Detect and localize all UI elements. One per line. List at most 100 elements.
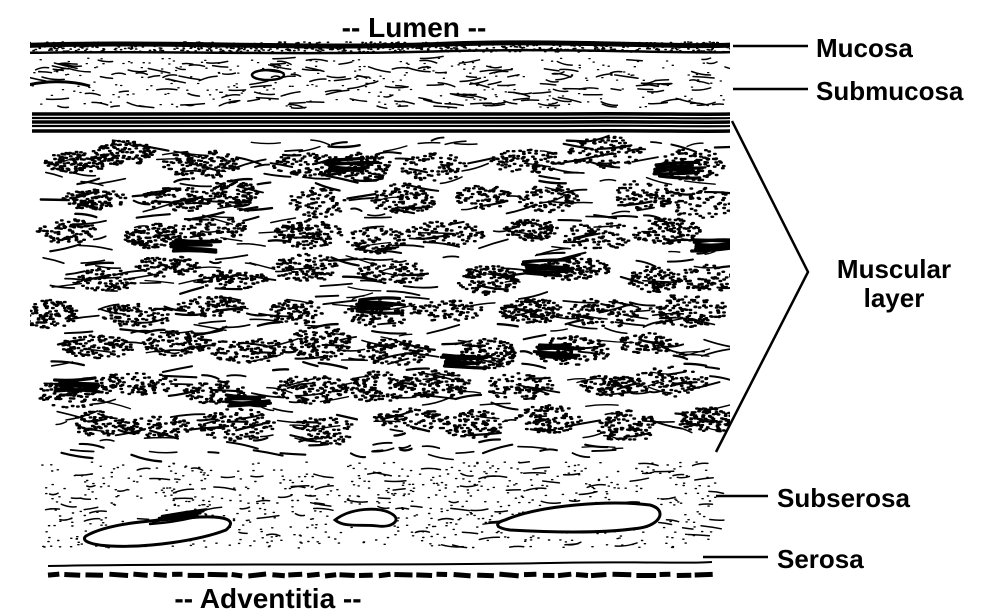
fiber-stroke bbox=[427, 85, 443, 86]
fiber-stroke bbox=[43, 258, 64, 263]
fiber-stroke bbox=[392, 68, 407, 69]
fiber-stroke bbox=[128, 70, 146, 72]
fiber-stroke bbox=[255, 92, 275, 94]
serosa-dash bbox=[591, 574, 606, 575]
serosa-dash bbox=[232, 574, 243, 575]
fiber-stroke bbox=[66, 271, 84, 274]
fiber-stroke bbox=[80, 444, 104, 448]
fiber-stroke bbox=[359, 250, 376, 252]
fiber-stroke bbox=[145, 438, 176, 439]
fiber-stroke bbox=[707, 427, 717, 429]
fiber-stroke bbox=[467, 76, 477, 77]
fiber-stroke bbox=[508, 307, 519, 309]
fiber-stroke bbox=[519, 462, 529, 463]
fiber-stroke bbox=[171, 384, 192, 385]
fiber-stroke bbox=[455, 144, 477, 145]
fiber-stroke bbox=[393, 489, 405, 490]
muscle-fiber-bundle bbox=[290, 188, 346, 217]
fiber-stroke bbox=[380, 268, 393, 272]
fiber-stroke bbox=[644, 215, 660, 218]
fiber-stroke bbox=[399, 446, 410, 448]
fiber-stroke bbox=[289, 103, 305, 104]
fiber-stroke bbox=[378, 323, 396, 324]
muscular-layer bbox=[20, 136, 742, 462]
fiber-stroke bbox=[488, 82, 501, 85]
fiber-stroke bbox=[261, 435, 273, 437]
fiber-stroke bbox=[540, 344, 571, 345]
fiber-stroke bbox=[327, 170, 360, 171]
fiber-stroke bbox=[434, 106, 457, 108]
muscle-fiber-bundle bbox=[500, 299, 562, 323]
fiber-stroke bbox=[211, 390, 242, 391]
serosa-dash bbox=[133, 574, 147, 575]
serosa-dash bbox=[695, 574, 713, 575]
fiber-stroke bbox=[214, 487, 236, 490]
fiber-stroke bbox=[138, 320, 160, 323]
muscular-layer-bracket bbox=[716, 121, 808, 452]
fiber-stroke bbox=[563, 301, 594, 303]
serosa-dash bbox=[109, 574, 128, 575]
fiber-stroke bbox=[636, 261, 655, 267]
fiber-stroke bbox=[283, 351, 295, 352]
fiber-stroke bbox=[423, 398, 449, 405]
serosa-dash bbox=[325, 575, 336, 576]
fiber-stroke bbox=[518, 447, 546, 449]
fiber-stroke bbox=[377, 106, 387, 108]
fiber-stroke bbox=[462, 206, 478, 209]
fiber-stroke bbox=[281, 453, 306, 455]
fiber-stroke bbox=[210, 216, 233, 218]
fiber-stroke bbox=[271, 63, 286, 64]
fiber-stroke bbox=[539, 176, 559, 179]
serosa-upper-line bbox=[48, 562, 712, 566]
fiber-stroke bbox=[195, 267, 220, 268]
serosa-dash bbox=[340, 575, 355, 576]
fiber-stroke bbox=[407, 369, 429, 370]
fiber-stroke bbox=[323, 300, 356, 304]
fiber-stroke bbox=[174, 179, 189, 182]
fiber-stroke bbox=[699, 504, 712, 505]
fiber-stroke bbox=[314, 474, 333, 478]
fiber-stroke bbox=[507, 205, 536, 214]
fiber-stroke bbox=[250, 263, 275, 270]
fiber-stroke bbox=[357, 308, 389, 309]
fiber-stroke bbox=[461, 474, 473, 477]
fiber-stroke bbox=[100, 77, 112, 79]
fiber-stroke bbox=[295, 514, 304, 516]
fiber-stroke bbox=[250, 81, 268, 84]
muscle-fiber-bundle bbox=[273, 254, 338, 281]
fiber-stroke bbox=[373, 443, 392, 445]
fiber-stroke bbox=[563, 89, 586, 90]
serosa-dash bbox=[64, 575, 80, 576]
fiber-stroke bbox=[364, 259, 393, 260]
fiber-stroke bbox=[332, 142, 347, 144]
muscle-fiber-bundle bbox=[136, 257, 201, 277]
serosa-layer bbox=[48, 562, 713, 576]
fiber-stroke bbox=[42, 77, 64, 80]
fiber-stroke bbox=[267, 534, 280, 536]
fiber-stroke bbox=[306, 59, 327, 61]
fiber-stroke bbox=[213, 66, 228, 68]
fiber-stroke bbox=[533, 92, 551, 94]
muscle-fiber-bundle bbox=[63, 336, 133, 359]
fiber-stroke bbox=[87, 486, 95, 487]
fiber-stroke bbox=[181, 104, 205, 105]
fiber-stroke bbox=[423, 446, 440, 448]
fiber-stroke bbox=[98, 60, 112, 62]
fiber-stroke bbox=[600, 162, 614, 163]
fiber-stroke bbox=[567, 141, 586, 142]
fiber-stroke bbox=[600, 180, 615, 181]
fiber-stroke bbox=[148, 76, 159, 78]
fiber-stroke bbox=[710, 376, 730, 380]
fiber-stroke bbox=[725, 67, 747, 73]
fiber-stroke bbox=[406, 297, 429, 299]
fiber-stroke bbox=[60, 518, 72, 520]
fiber-stroke bbox=[677, 476, 689, 477]
fiber-stroke bbox=[504, 101, 517, 104]
fiber-stroke bbox=[541, 501, 560, 503]
fiber-stroke bbox=[207, 61, 228, 63]
fiber-stroke bbox=[479, 476, 496, 478]
fiber-stroke bbox=[468, 159, 491, 164]
fiber-stroke bbox=[273, 58, 295, 59]
fiber-stroke bbox=[411, 506, 422, 507]
fiber-stroke bbox=[306, 495, 316, 496]
